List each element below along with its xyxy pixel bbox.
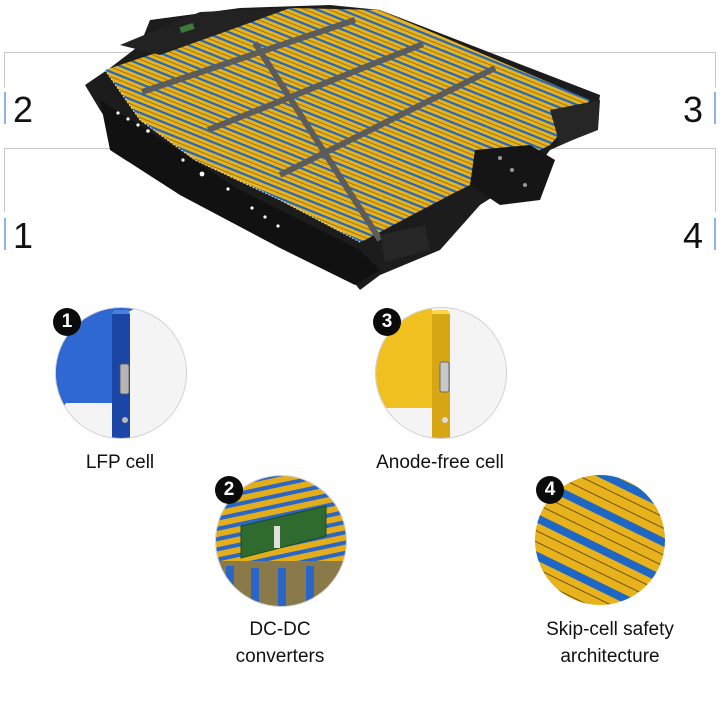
callout-line-1-left: [4, 148, 214, 149]
callout-line-4-right: [540, 148, 716, 149]
callout-vline-4-right: [715, 148, 716, 212]
callout-vline-3-right: [715, 52, 716, 88]
feature-label-line2: architecture: [560, 646, 660, 667]
badge-3: 3: [373, 308, 401, 336]
callout-line-3-right: [470, 52, 716, 53]
callout-marker-2-left: [4, 92, 6, 124]
badge-2: 2: [215, 476, 243, 504]
callout-marker-1-left: [4, 218, 6, 250]
battery-pack-image: [85, 5, 600, 290]
callout-marker-3-right: [714, 92, 716, 124]
callout-number-1: 1: [13, 215, 34, 256]
callout-vline-2-left: [4, 52, 5, 88]
callout-vline-1-left: [4, 148, 5, 212]
callout-marker-4-right: [714, 218, 716, 250]
feature-label-line1: Skip-cell safety: [546, 619, 674, 640]
callout-number-3: 3: [683, 89, 704, 130]
feature-label: Anode-free cell: [376, 452, 504, 473]
callout-number-4: 4: [683, 215, 704, 256]
feature-label-line1: DC-DC: [249, 619, 311, 640]
callout-number-2: 2: [13, 89, 34, 130]
feature-label: LFP cell: [85, 452, 155, 473]
feature-label-line2: converters: [235, 646, 325, 667]
badge-1: 1: [53, 308, 81, 336]
badge-4: 4: [536, 476, 564, 504]
